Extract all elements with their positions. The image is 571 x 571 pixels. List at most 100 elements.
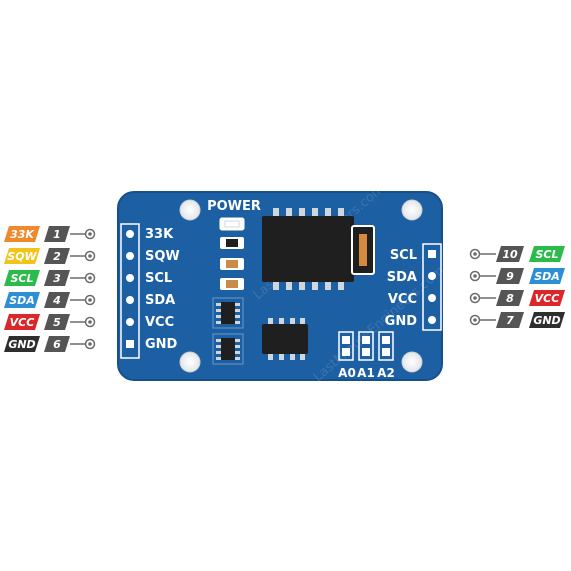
callout-dot-center xyxy=(88,254,92,258)
header-hole xyxy=(126,274,134,282)
header-hole-square xyxy=(428,250,436,258)
address-label-a1: A1 xyxy=(357,366,375,380)
pin-name-tag-bg xyxy=(4,314,40,330)
rtc-chip xyxy=(262,208,354,290)
pin-number-tag: 6 xyxy=(53,338,61,351)
header-hole xyxy=(126,230,134,238)
pin-name-tag-bg xyxy=(4,292,40,308)
pin-number-tag: 8 xyxy=(506,292,514,305)
pin-name-tag: VCC xyxy=(10,316,35,329)
left-header-label: VCC xyxy=(145,315,174,330)
left-header-label: 33K xyxy=(145,227,174,242)
pin-name-tag: VCC xyxy=(535,292,560,305)
header-hole xyxy=(428,272,436,280)
resistor-networks xyxy=(212,297,244,365)
right-header-label: GND xyxy=(385,314,418,329)
callout-dot-center xyxy=(88,232,92,236)
right-header-label: SDA xyxy=(387,270,417,285)
left-pin-callout: SCL 3 xyxy=(4,270,96,286)
right-pin-callout: 10 SCL xyxy=(469,246,565,262)
pin-name-tag: SCL xyxy=(535,248,558,261)
pin-number-tag: 2 xyxy=(53,250,61,263)
left-pin-callout: GND 6 xyxy=(4,336,96,352)
callout-dot-center xyxy=(88,298,92,302)
left-pin-callout: 33K 1 xyxy=(4,226,96,242)
pin-number-tag: 5 xyxy=(53,316,61,329)
left-header-label: GND xyxy=(145,337,178,352)
pin-name-tag: 33K xyxy=(10,228,35,241)
right-header xyxy=(422,243,442,331)
mounting-hole xyxy=(401,351,423,373)
left-header-label: SCL xyxy=(145,271,172,286)
mounting-holes xyxy=(179,199,423,373)
mounting-hole xyxy=(401,199,423,221)
right-header-holes xyxy=(428,250,436,324)
left-header xyxy=(120,223,140,359)
callout-dot-center xyxy=(88,342,92,346)
header-hole-square xyxy=(126,340,134,348)
pin-name-tag-bg xyxy=(4,270,40,286)
right-pin-callout: 9 SDA xyxy=(469,268,565,284)
pin-number-tag-bg xyxy=(44,248,70,264)
pin-number-tag: 9 xyxy=(506,270,514,283)
callout-dot-center xyxy=(473,318,477,322)
left-pin-callout: VCC 5 xyxy=(4,314,96,330)
left-header-labels: 33K SQW SCL SDA VCC GND xyxy=(145,227,180,352)
callout-dot-center xyxy=(88,276,92,280)
pin-number-tag-bg xyxy=(44,292,70,308)
pin-name-tag-bg xyxy=(4,226,40,242)
right-pin-callouts: 10 SCL 9 SDA 8 VCC 7 GND xyxy=(469,246,565,328)
pin-name-tag: SCL xyxy=(10,272,33,285)
header-hole xyxy=(126,318,134,326)
right-header-label: SCL xyxy=(390,248,417,263)
pin-number-tag-bg xyxy=(44,226,70,242)
pin-name-tag: SQW xyxy=(7,250,37,263)
address-label-a0: A0 xyxy=(338,366,356,380)
right-pin-callout: 8 VCC xyxy=(469,290,565,306)
mounting-hole xyxy=(179,351,201,373)
callout-dot-center xyxy=(473,274,477,278)
pin-number-tag: 3 xyxy=(53,272,61,285)
pin-number-tag-bg xyxy=(496,290,524,306)
address-jumpers xyxy=(338,331,394,361)
left-header-holes xyxy=(126,230,134,348)
pin-name-tag: SDA xyxy=(534,270,560,283)
address-label-a2: A2 xyxy=(377,366,395,380)
smd-components xyxy=(219,217,245,290)
pin-name-tag-bg xyxy=(529,246,565,262)
pin-number-tag: 7 xyxy=(506,314,514,327)
pin-name-tag: GND xyxy=(533,314,560,327)
pin-name-tag-bg xyxy=(4,336,40,352)
header-hole xyxy=(428,294,436,302)
power-label: POWER xyxy=(207,199,261,214)
left-header-label: SDA xyxy=(145,293,175,308)
left-header-label: SQW xyxy=(145,249,180,264)
pin-name-tag-bg xyxy=(529,290,565,306)
pin-number-tag: 4 xyxy=(52,294,61,307)
pin-number-tag-bg xyxy=(44,336,70,352)
eeprom-chip xyxy=(262,318,308,360)
pin-number-tag-bg xyxy=(496,246,524,262)
pin-number-tag: 10 xyxy=(502,248,518,261)
pin-number-tag-bg xyxy=(496,312,524,328)
callout-dot-center xyxy=(473,296,477,300)
pin-name-tag: GND xyxy=(8,338,35,351)
pin-name-tag: SDA xyxy=(9,294,35,307)
header-hole xyxy=(126,296,134,304)
pin-number-tag-bg xyxy=(496,268,524,284)
left-pin-callout: SDA 4 xyxy=(4,292,96,308)
right-header-labels: SCL SDA VCC GND xyxy=(385,248,418,329)
pin-name-tag-bg xyxy=(4,248,40,264)
header-hole xyxy=(428,316,436,324)
pin-name-tag-bg xyxy=(529,312,565,328)
pin-name-tag-bg xyxy=(529,268,565,284)
pin-number-tag: 1 xyxy=(53,228,61,241)
right-header-label: VCC xyxy=(388,292,417,307)
callout-dot-center xyxy=(473,252,477,256)
mounting-hole xyxy=(179,199,201,221)
left-pin-callout: SQW 2 xyxy=(4,248,96,264)
pin-number-tag-bg xyxy=(44,270,70,286)
header-hole xyxy=(126,252,134,260)
